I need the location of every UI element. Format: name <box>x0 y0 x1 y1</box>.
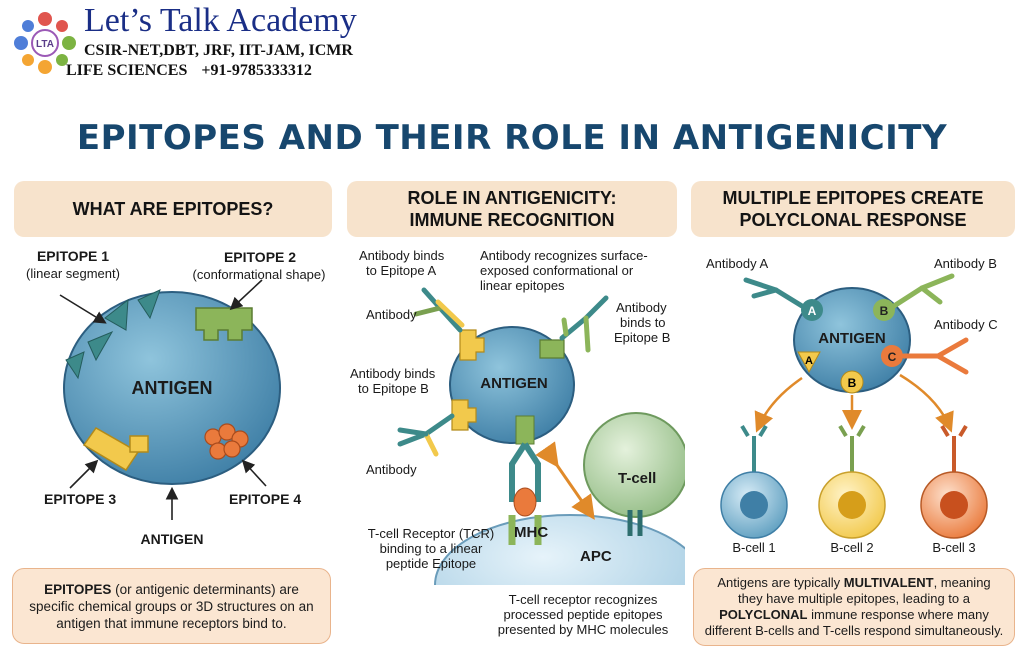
epitope-c-letter: C <box>888 350 897 364</box>
ab-binds-b-left-1: Antibody binds <box>350 366 436 381</box>
tcr-label-1: T-cell Receptor (TCR) <box>367 526 495 541</box>
epitope2-label: EPITOPE 2 <box>223 249 297 265</box>
bcell1-label: B-cell 1 <box>732 540 776 555</box>
tcell-note-1: T-cell receptor recognizes <box>508 592 658 607</box>
epitope-b-letter: B <box>880 304 889 318</box>
ab-recognizes-3: linear epitopes <box>480 278 565 293</box>
polyclonal-note-pre: Antigens are typically <box>717 575 844 590</box>
epitope-definition-text: EPITOPES (or antigenic determinants) are… <box>23 581 320 632</box>
apc-label: APC <box>580 548 612 565</box>
antigen-label-3: ANTIGEN <box>818 330 886 347</box>
panel3-heading-line1: MULTIPLE EPITOPES CREATE <box>722 188 984 208</box>
bcell1-shape <box>720 424 788 539</box>
tcr-label-3: peptide Epitope <box>385 556 477 571</box>
epitope-b-marker <box>873 299 895 321</box>
epitope-definition-note: EPITOPES (or antigenic determinants) are… <box>12 568 331 644</box>
antigen-label-2: ANTIGEN <box>480 375 548 392</box>
tcr-complex <box>508 415 542 545</box>
main-title: EPITOPES AND THEIR ROLE IN ANTIGENICITY <box>76 118 948 158</box>
epitope-b-bottom-letter: B <box>848 376 857 390</box>
antigen-bottom-label: ANTIGEN <box>140 531 204 547</box>
epitopes-bold: EPITOPES <box>44 581 112 597</box>
antibody-a-label: Antibody A <box>706 256 769 271</box>
tcell-shape <box>583 412 685 518</box>
antibody-c-label: Antibody C <box>934 317 998 332</box>
epitope1-sublabel: (linear segment) <box>26 266 120 281</box>
academy-logo: LTA <box>14 12 76 74</box>
epitope3-label: EPITOPE 3 <box>44 491 117 507</box>
panel2-diagram <box>397 287 685 585</box>
multivalent-bold: MULTIVALENT <box>843 575 934 590</box>
epitope-a-triangle <box>797 351 821 374</box>
brand-name: Let’s Talk Academy <box>84 2 357 39</box>
polyclonal-note-text: Antigens are typically MULTIVALENT, mean… <box>704 575 1004 639</box>
panel3-heading-line2: POLYCLONAL RESPONSE <box>739 210 967 230</box>
antibody-top-left <box>413 287 465 333</box>
tcell-receptor-right <box>627 510 643 536</box>
ab-recognizes-1: Antibody recognizes surface- <box>480 248 648 263</box>
epitope-a-marker <box>801 299 823 321</box>
epitope3-shape <box>82 427 149 472</box>
ab-binds-b-left-2: to Epitope B <box>358 381 429 396</box>
bcell2-label: B-cell 2 <box>830 540 874 555</box>
tcell-note-2: processed peptide epitopes <box>503 607 663 622</box>
polyclonal-note: Antigens are typically MULTIVALENT, mean… <box>693 568 1015 646</box>
epitope1-shape <box>65 289 161 380</box>
antibody-b-label: Antibody B <box>934 256 997 271</box>
panel2-heading-line1: ROLE IN ANTIGENICITY: <box>407 188 617 208</box>
antibody-label-left: Antibody <box>366 307 417 322</box>
tcell-label: T-cell <box>618 470 657 487</box>
antibody-c-shape <box>901 337 969 375</box>
antibody-a-shape <box>743 277 805 309</box>
epitope-a-triangle-letter: A <box>805 355 813 367</box>
ab-binds-b-right-1: Antibody <box>616 300 667 315</box>
brand-exams: CSIR-NET,DBT, JRF, IIT-JAM, ICMR <box>84 42 353 59</box>
panel1-heading: WHAT ARE EPITOPES? <box>14 181 332 237</box>
logo-text: LTA <box>36 39 54 50</box>
bcell3-label: B-cell 3 <box>932 540 976 555</box>
polyclonal-bold: POLYCLONAL <box>719 607 808 622</box>
epitope2-sublabel: (conformational shape) <box>192 267 326 282</box>
panel2-heading-line2: IMMUNE RECOGNITION <box>409 210 615 230</box>
panel2-heading: ROLE IN ANTIGENICITY:IMMUNE RECOGNITION <box>347 181 677 237</box>
polyclonal-note-post: immune response where many different B-c… <box>704 607 1004 638</box>
epitope-b-left <box>451 399 477 431</box>
epitope-a-letter: A <box>808 304 817 318</box>
epitope-c-marker <box>881 345 903 367</box>
epitope4-label: EPITOPE 4 <box>229 491 302 507</box>
panel3-diagram: A B C A B <box>720 273 988 539</box>
brand-phone: +91-9785333312 <box>201 62 312 79</box>
polyclonal-note-mid: , meaning they have multiple epitopes, l… <box>738 575 991 606</box>
epitope-b-2 <box>539 339 565 359</box>
ab-binds-a-1: Antibody binds <box>359 248 445 263</box>
tcell-note-3: presented by MHC molecules <box>497 622 669 637</box>
antibody-label-bottom: Antibody <box>366 462 417 477</box>
antibody-left-bottom <box>397 413 455 457</box>
mhc-label: MHC <box>514 524 549 541</box>
bcell3-shape <box>920 424 988 539</box>
epitope4-shape <box>204 423 249 460</box>
ab-binds-a-2: to Epitope A <box>366 263 437 278</box>
epitope-definition-rest: (or antigenic determinants) are specific… <box>29 581 314 631</box>
brand-subject: LIFE SCIENCES +91-9785333312 <box>66 62 312 80</box>
tcr-label-2: binding to a linear <box>379 541 483 556</box>
antibody-b-shape <box>891 273 955 309</box>
epitope2-shape <box>195 307 253 341</box>
ab-binds-b-right-3: Epitope B <box>614 330 671 345</box>
epitope1-label: EPITOPE 1 <box>36 248 110 264</box>
ab-recognizes-2: exposed conformational or <box>480 263 634 278</box>
antigen-center-label: ANTIGEN <box>131 378 213 398</box>
brand-subject-text: LIFE SCIENCES <box>66 62 188 79</box>
epitope-a-2 <box>459 329 485 361</box>
epitope-b-bottom <box>840 370 864 394</box>
ab-binds-b-right-2: binds to <box>620 315 666 330</box>
bcell2-shape <box>818 424 886 539</box>
panel1-heading-text: WHAT ARE EPITOPES? <box>72 199 274 219</box>
panel1-diagram <box>59 279 281 520</box>
antibody-top-right <box>559 295 609 353</box>
